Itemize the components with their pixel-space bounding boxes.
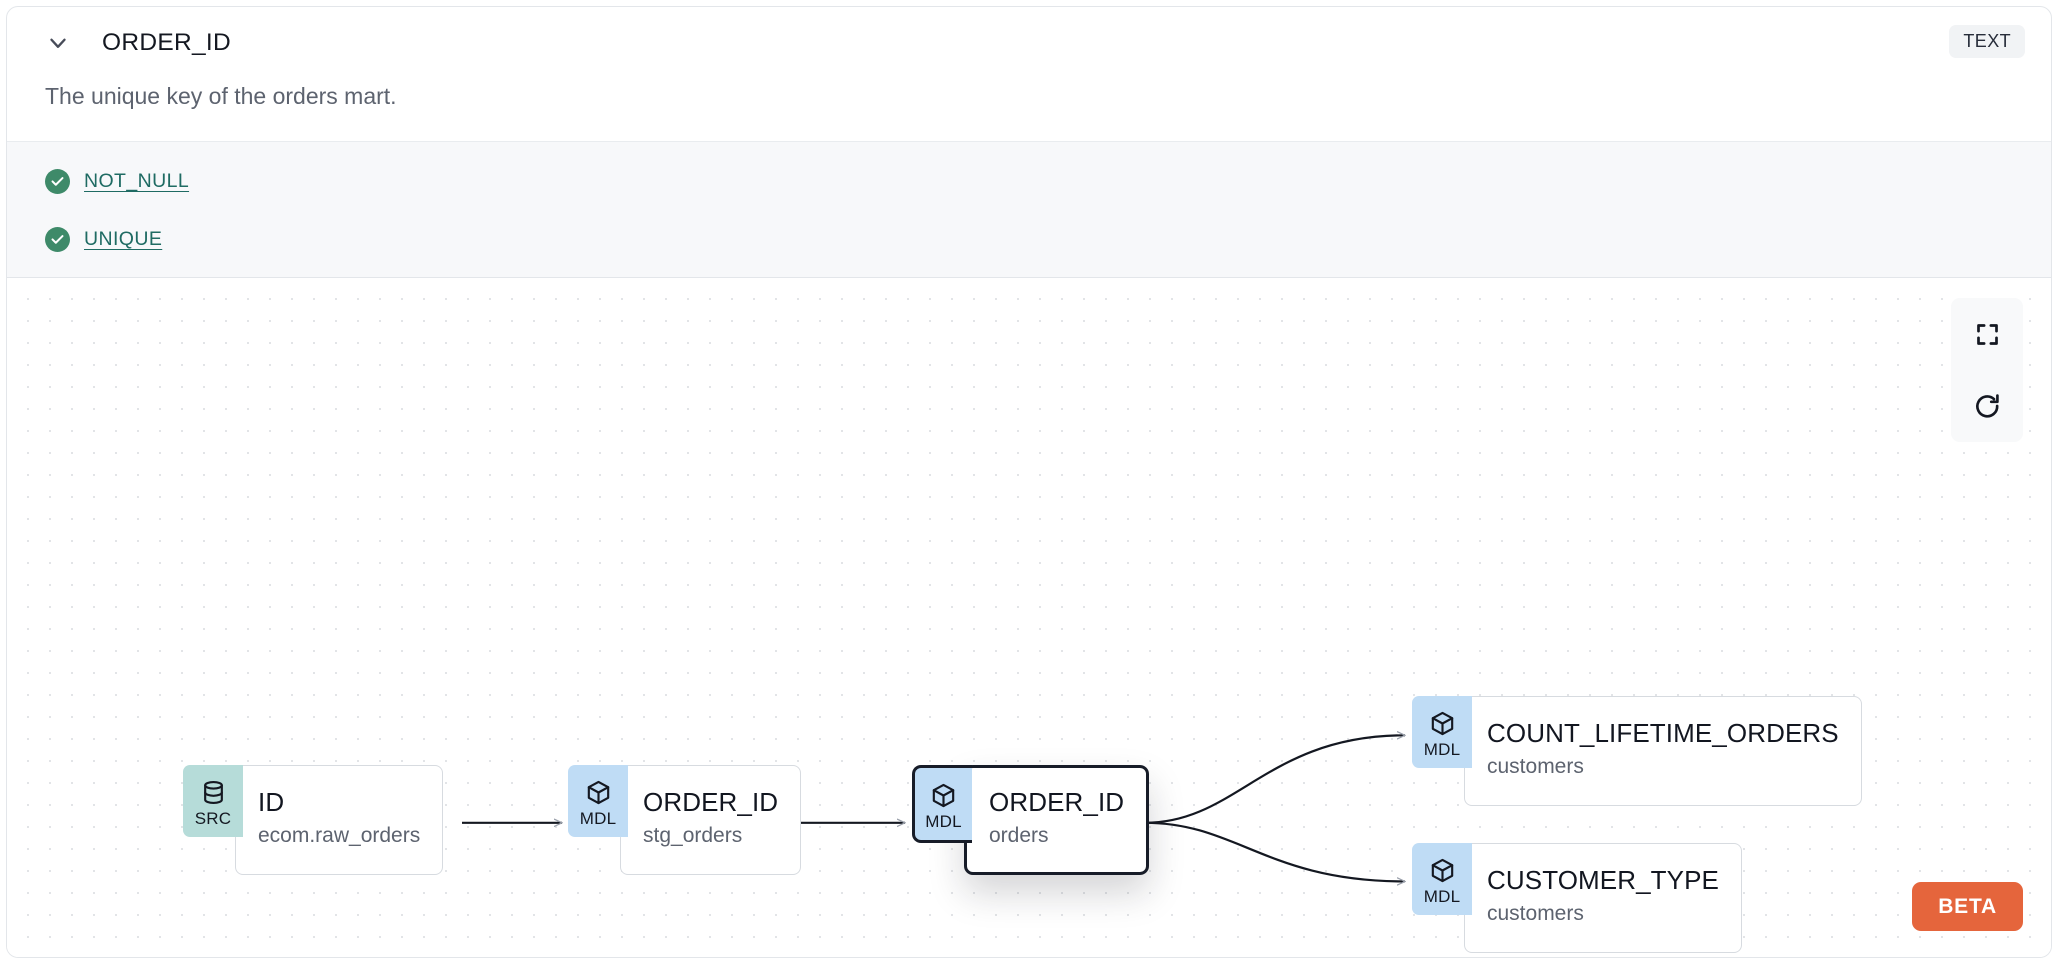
- node-subtitle: customers: [1487, 902, 1584, 926]
- cube-icon: [1429, 710, 1456, 737]
- node-badge-src: SRC: [183, 765, 243, 837]
- node-badge-mdl: MDL: [568, 765, 628, 837]
- tests-section: NOT_NULL UNIQUE: [7, 141, 2051, 278]
- node-badge-mdl: MDL: [1412, 843, 1472, 915]
- canvas-controls: [1951, 298, 2023, 442]
- lineage-node-orders-selected[interactable]: MDL ORDER_ID orders: [912, 765, 1150, 875]
- fullscreen-button[interactable]: [1951, 298, 2023, 370]
- node-badge-label: MDL: [925, 811, 962, 831]
- node-body: COUNT_LIFETIME_ORDERS customers: [1464, 696, 1862, 806]
- node-title: ORDER_ID: [989, 787, 1125, 818]
- lineage-node-customer-type[interactable]: MDL CUSTOMER_TYPE customers: [1412, 843, 1742, 953]
- node-badge-mdl: MDL: [912, 765, 972, 843]
- node-subtitle: stg_orders: [643, 824, 743, 848]
- page-title: ORDER_ID: [102, 29, 232, 56]
- node-badge-label: MDL: [579, 808, 617, 828]
- test-link-unique[interactable]: UNIQUE: [84, 227, 163, 250]
- cube-icon: [585, 779, 612, 806]
- node-badge-label: SRC: [194, 808, 232, 828]
- lineage-canvas[interactable]: SRC ID ecom.raw_orders MDL ORDE: [7, 278, 2051, 957]
- test-link-not-null[interactable]: NOT_NULL: [84, 169, 190, 192]
- test-row: UNIQUE: [45, 219, 2013, 259]
- node-body: ORDER_ID stg_orders: [620, 765, 802, 875]
- chevron-down-icon[interactable]: [45, 30, 71, 56]
- card-header: ORDER_ID TEXT: [7, 7, 2051, 79]
- test-row: NOT_NULL: [45, 161, 2013, 201]
- check-circle-icon: [45, 168, 70, 194]
- node-title: CUSTOMER_TYPE: [1487, 865, 1719, 896]
- fullscreen-icon: [1974, 321, 2001, 348]
- refresh-button[interactable]: [1951, 370, 2023, 442]
- cube-icon: [930, 782, 957, 809]
- node-subtitle: orders: [989, 824, 1049, 848]
- node-badge-label: MDL: [1423, 886, 1461, 906]
- column-detail-card: ORDER_ID TEXT The unique key of the orde…: [6, 6, 2052, 958]
- node-body: ID ecom.raw_orders: [235, 765, 444, 875]
- node-body: CUSTOMER_TYPE customers: [1464, 843, 1742, 953]
- node-title: ORDER_ID: [643, 787, 779, 818]
- beta-badge[interactable]: BETA: [1912, 882, 2023, 931]
- node-title: COUNT_LIFETIME_ORDERS: [1487, 718, 1839, 749]
- lineage-node-src[interactable]: SRC ID ecom.raw_orders: [183, 765, 444, 875]
- database-icon: [200, 779, 227, 806]
- lineage-node-count-lifetime-orders[interactable]: MDL COUNT_LIFETIME_ORDERS customers: [1412, 696, 1862, 806]
- node-subtitle: customers: [1487, 755, 1584, 779]
- node-badge-label: MDL: [1423, 739, 1461, 759]
- column-description: The unique key of the orders mart.: [45, 83, 397, 109]
- cube-icon: [1429, 857, 1456, 884]
- node-body: ORDER_ID orders: [964, 765, 1150, 875]
- check-circle-icon: [45, 226, 70, 252]
- node-title: ID: [258, 787, 285, 818]
- refresh-icon: [1973, 392, 2002, 421]
- node-badge-mdl: MDL: [1412, 696, 1472, 768]
- lineage-node-stg-orders[interactable]: MDL ORDER_ID stg_orders: [568, 765, 802, 875]
- node-subtitle: ecom.raw_orders: [258, 824, 421, 848]
- status-badge-type: TEXT: [1949, 25, 2025, 58]
